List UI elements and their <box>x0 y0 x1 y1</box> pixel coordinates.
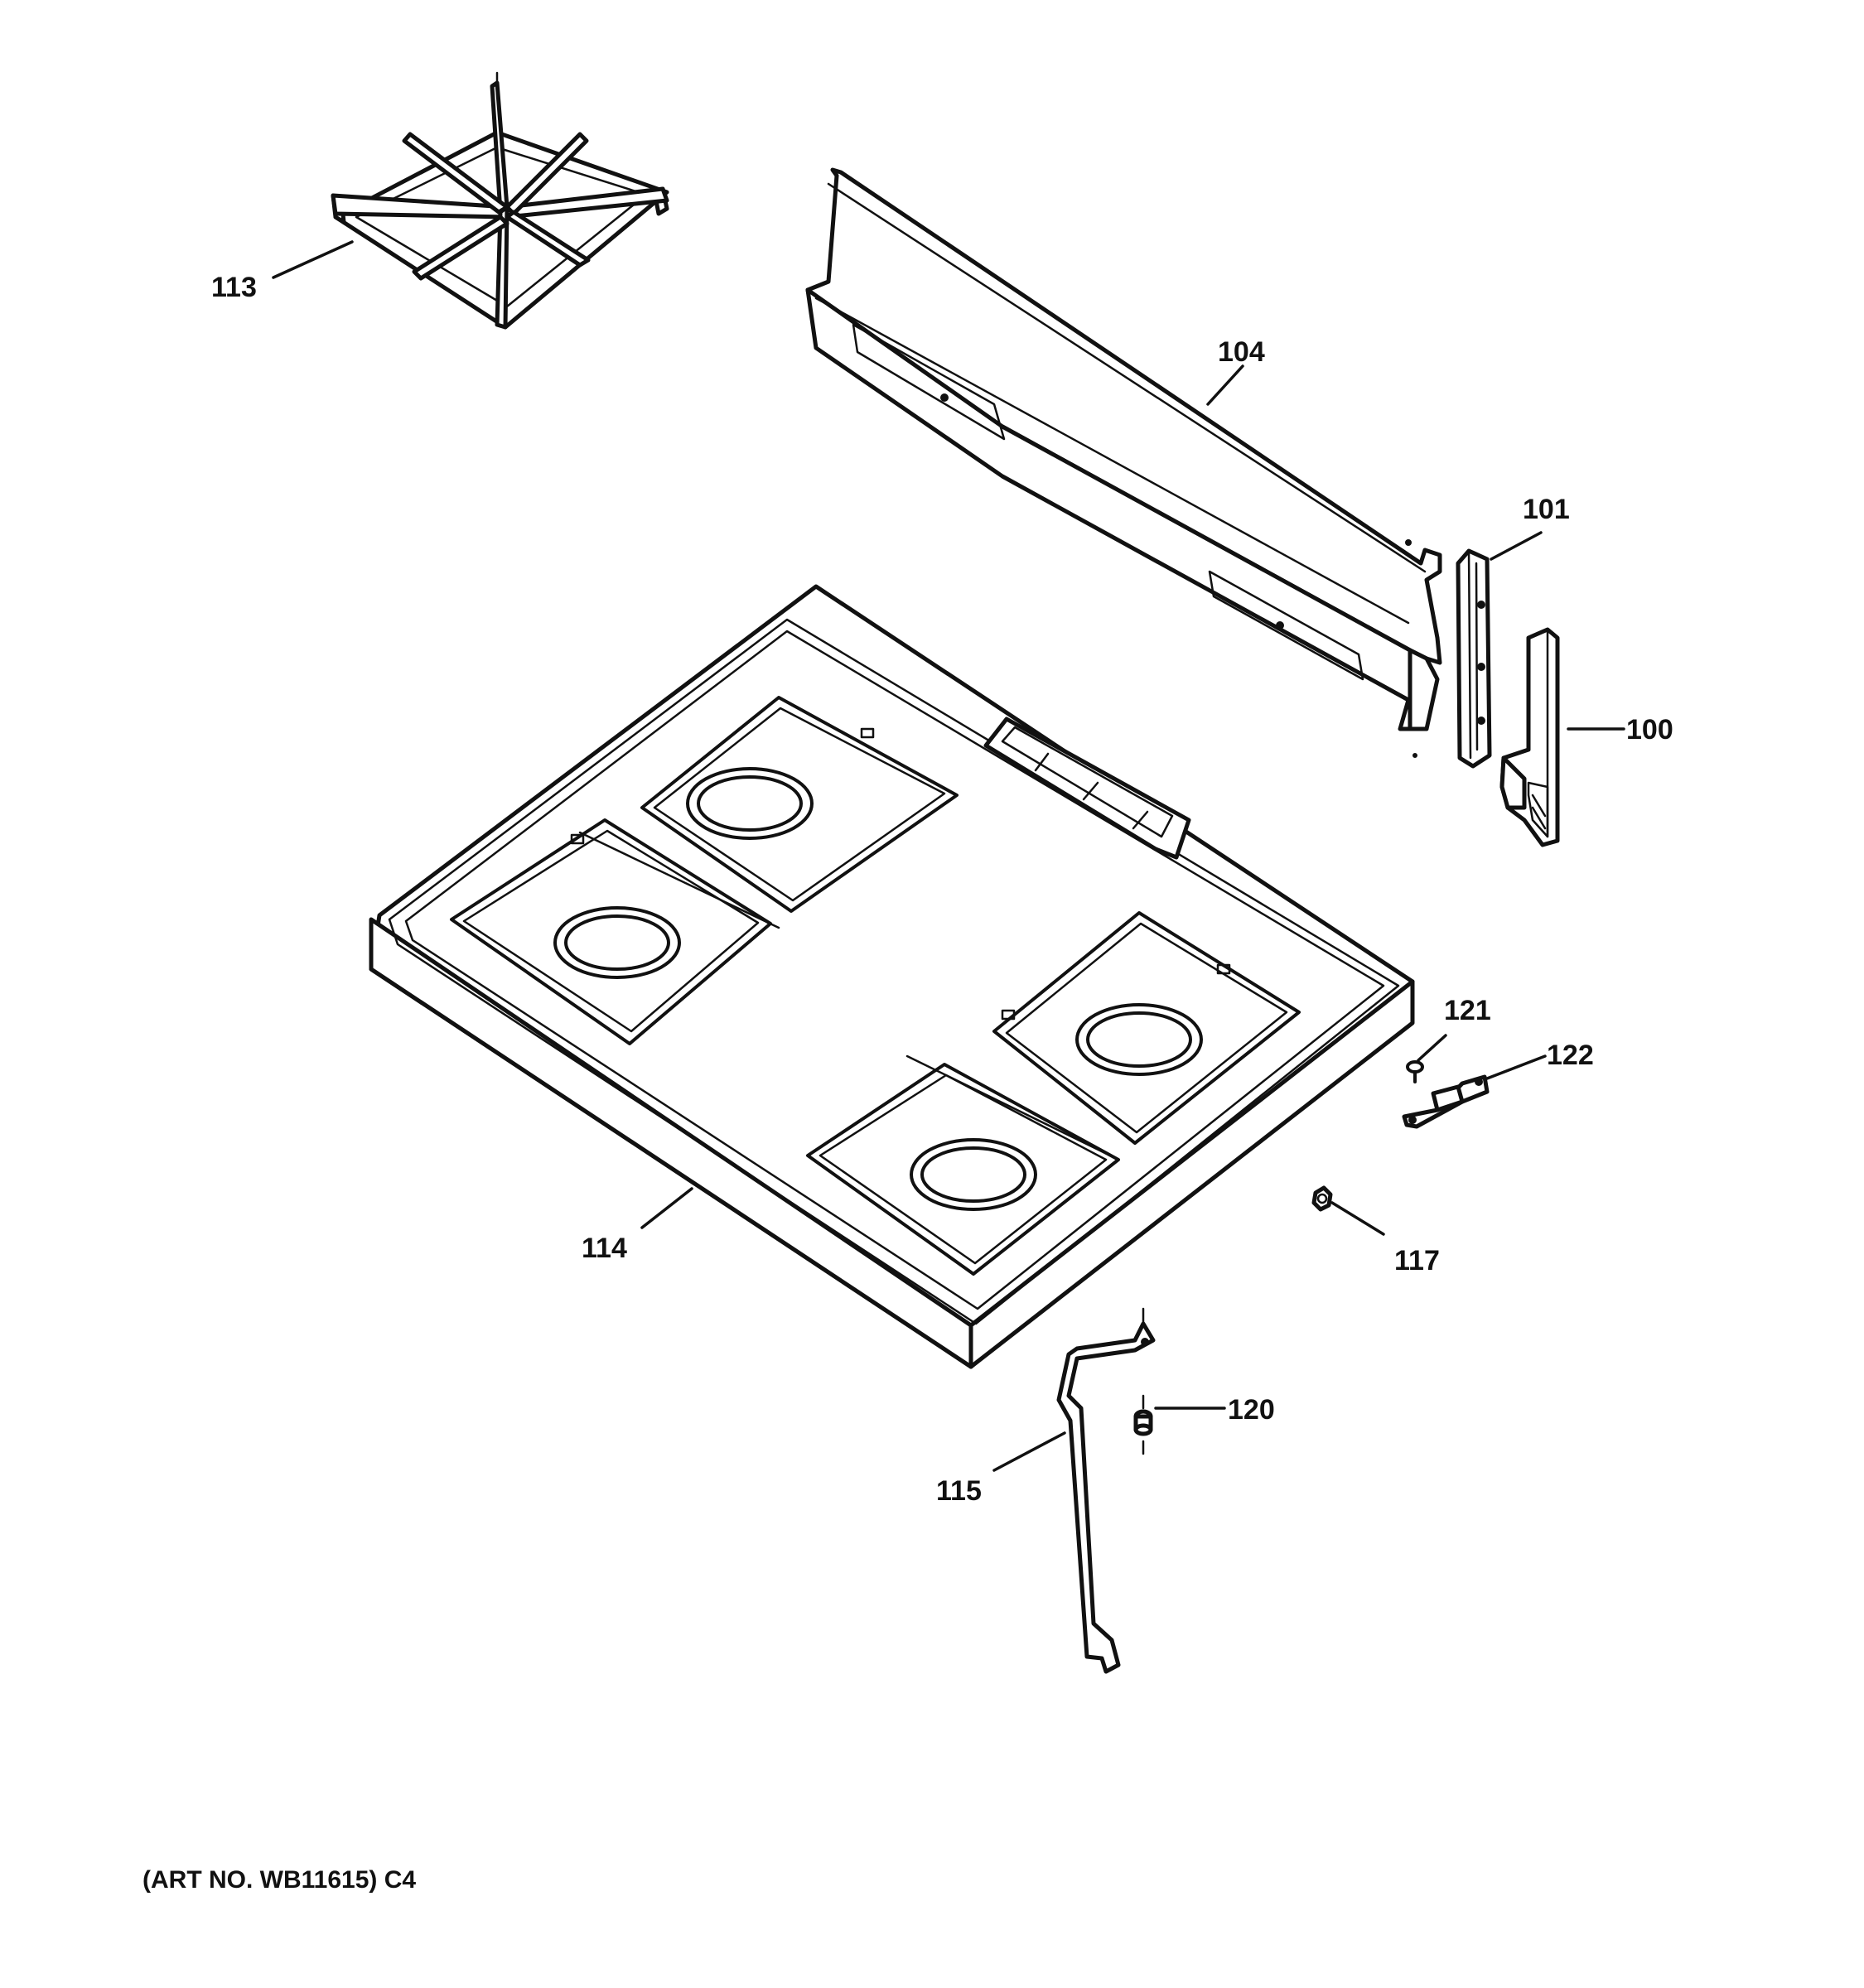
burner-grate-113 <box>331 71 669 330</box>
leader-122 <box>1485 1054 1547 1080</box>
art-number-footer: (ART NO. WB11615) C4 <box>142 1866 417 1894</box>
callout-117: 117 <box>1394 1245 1440 1276</box>
leader-121 <box>1417 1034 1447 1062</box>
leader-104 <box>1206 364 1244 406</box>
screw-121 <box>1406 1060 1424 1083</box>
callout-100: 100 <box>1626 714 1673 746</box>
backsplash-104 <box>805 167 1442 758</box>
callout-121: 121 <box>1444 995 1491 1026</box>
callout-115: 115 <box>936 1475 982 1507</box>
callout-120: 120 <box>1228 1394 1275 1426</box>
callout-113: 113 <box>211 272 257 303</box>
leader-115 <box>992 1431 1066 1472</box>
hinge-bracket-122 <box>1402 1074 1490 1129</box>
leader-114 <box>640 1187 693 1229</box>
cooktop-114 <box>369 584 1415 1369</box>
callout-114: 114 <box>582 1233 627 1264</box>
end-cap-bracket-101 <box>1456 548 1492 769</box>
leader-117 <box>1330 1201 1385 1236</box>
support-rod-115 <box>1056 1307 1156 1674</box>
leader-101 <box>1490 531 1543 561</box>
callout-122: 122 <box>1547 1040 1594 1071</box>
bumper-120 <box>1133 1394 1153 1455</box>
nut-117 <box>1311 1185 1333 1212</box>
callout-101: 101 <box>1523 494 1570 525</box>
end-cap-100 <box>1499 627 1560 847</box>
callout-104: 104 <box>1218 336 1265 368</box>
leader-113 <box>272 240 354 279</box>
